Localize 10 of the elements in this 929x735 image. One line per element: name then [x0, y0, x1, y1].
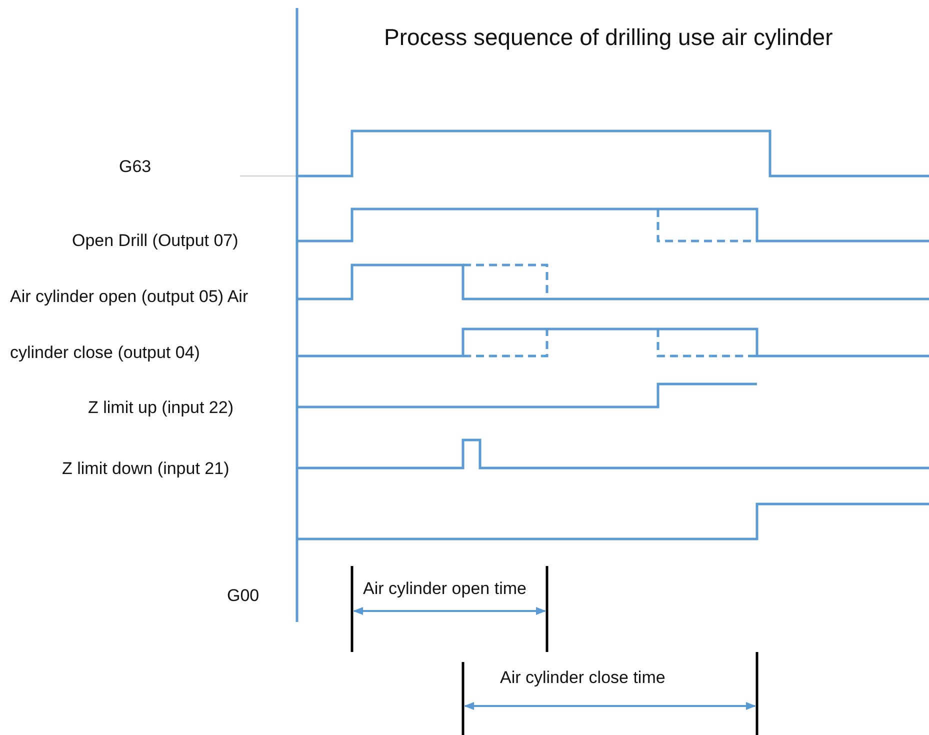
- signal-name: G63: [119, 157, 152, 177]
- diagram-title: Process sequence of drilling use air cylinder: [384, 24, 833, 51]
- signal-name: Open Drill (Output 07): [72, 231, 238, 251]
- signal-name: Z limit up (input 22): [88, 398, 234, 418]
- signal-name: Z limit down (input 21): [62, 459, 230, 479]
- signal-name: Air cylinder open (output 05) Air: [10, 287, 248, 307]
- dimension-label: Air cylinder close time: [500, 668, 666, 688]
- signal-name: cylinder close (output 04): [10, 343, 200, 363]
- signal-name: G00: [227, 586, 260, 606]
- dimension-label: Air cylinder open time: [363, 579, 526, 599]
